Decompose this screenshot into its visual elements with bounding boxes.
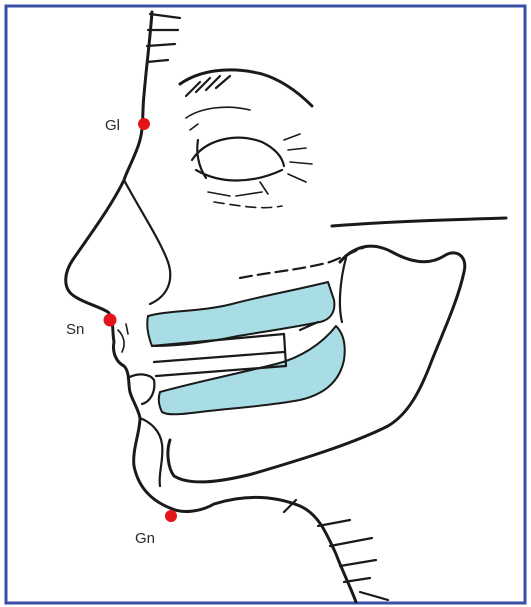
landmark-subnasale-dot (104, 314, 117, 327)
landmark-gnathion-label: Gn (135, 530, 155, 547)
landmark-subnasale-label: Sn (66, 321, 84, 338)
landmark-glabella-dot (138, 118, 150, 130)
landmark-glabella-label: Gl (105, 117, 120, 134)
landmark-gnathion-dot (165, 510, 177, 522)
